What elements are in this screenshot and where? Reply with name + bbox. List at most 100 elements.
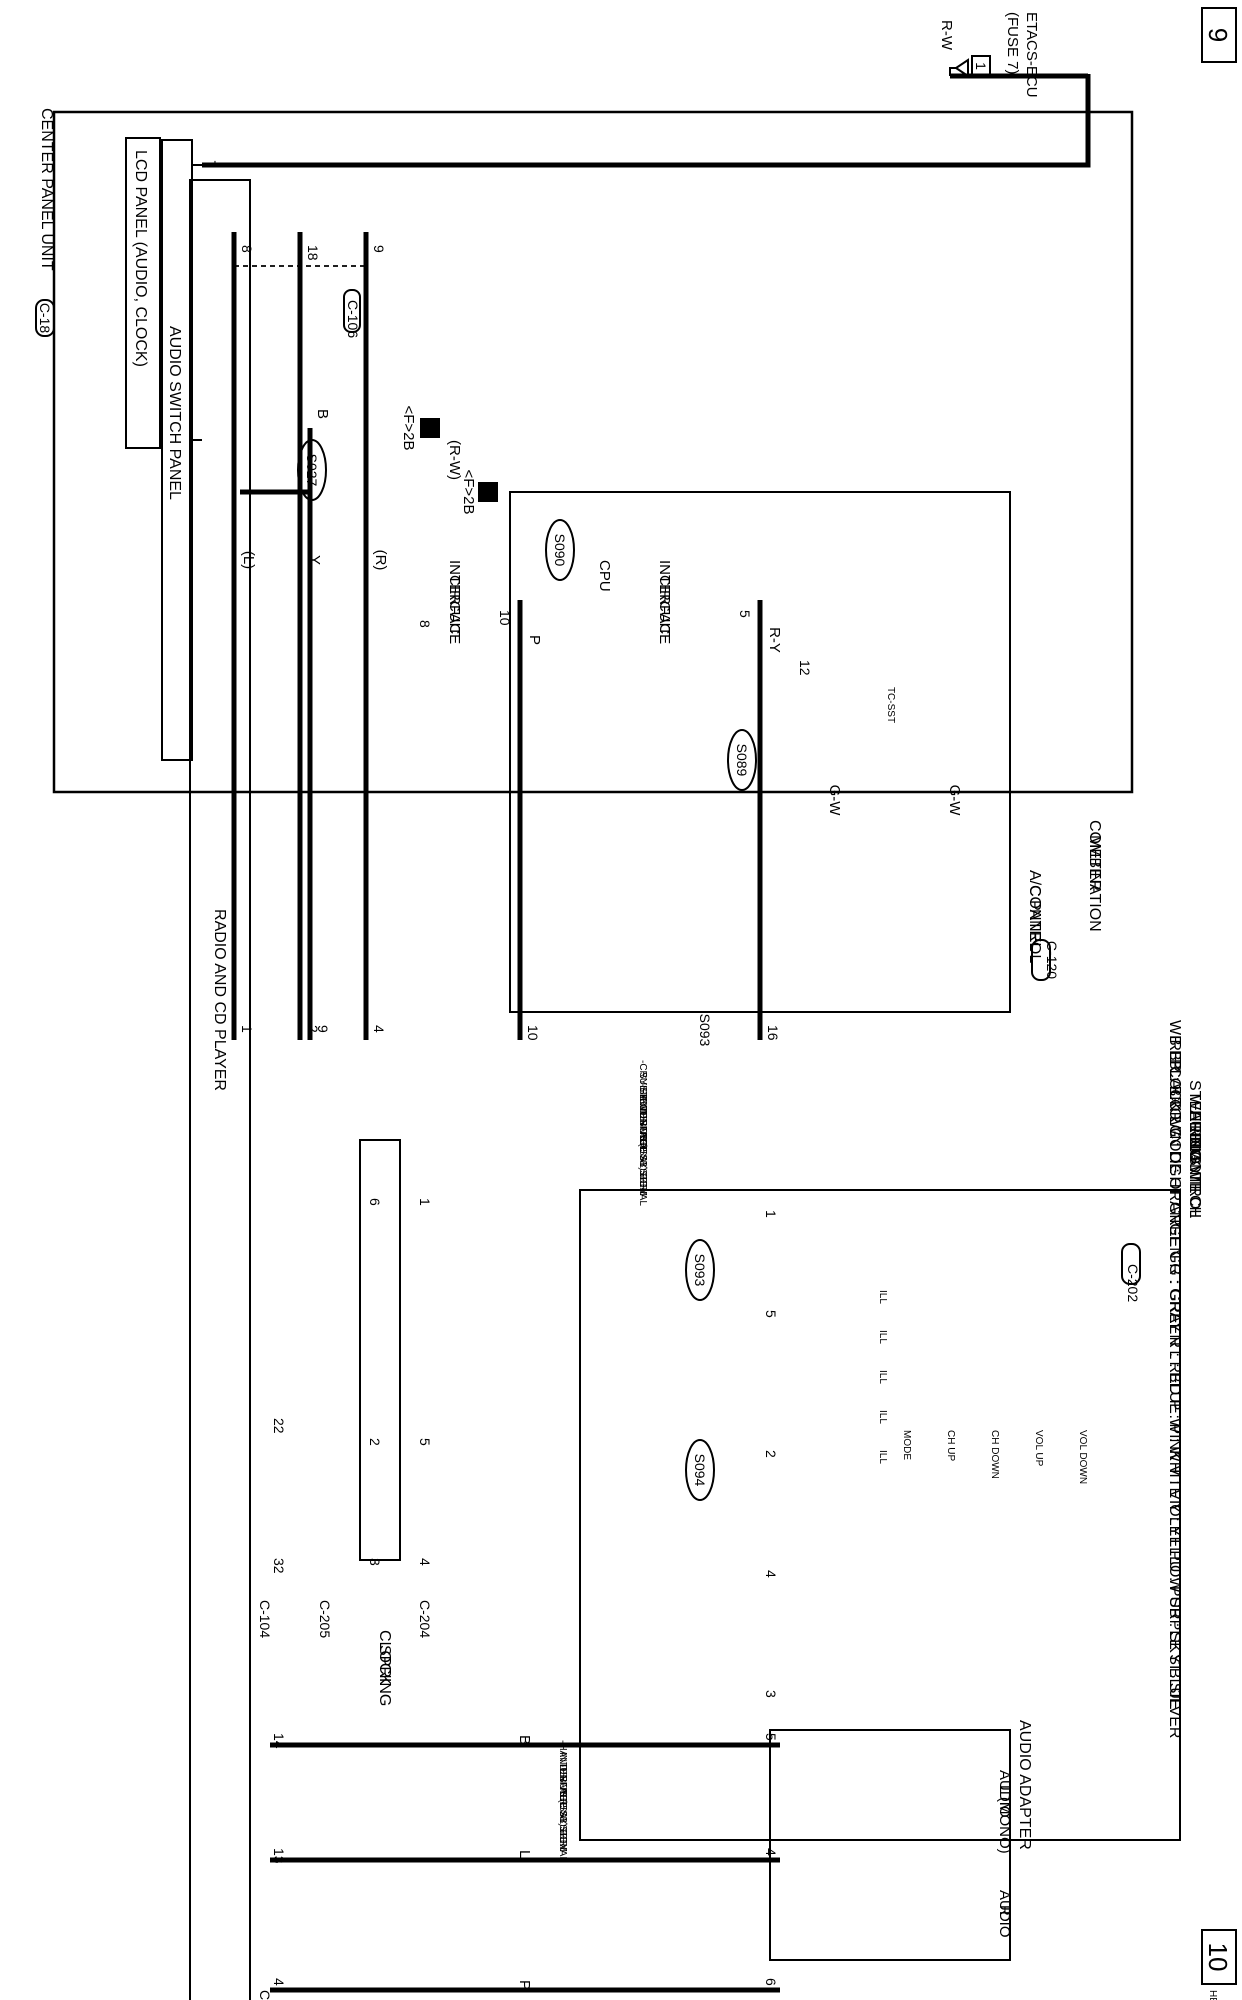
steering-ill-1: ILL [877,1330,888,1344]
etacs-wire-color: R-W [938,20,955,51]
wire-color-gw-2: G-W [946,785,963,817]
sw-pin-5: 5 [763,1310,779,1318]
splice-s094: S094 [692,1454,708,1487]
steering-ill-0: ILL [877,1290,888,1304]
note1-3: INTERFACE SYSTEM [637,1096,648,1196]
page-code: HBH14M01EC [1207,1990,1218,2000]
ground-4-wire: <F>2B [400,405,417,450]
ac-pin-5: 5 [737,610,753,618]
splice-s093-b: S093 [692,1254,708,1287]
cs-pin-3: 2 [367,1438,383,1446]
cp-pin-4: 4 [371,1025,387,1033]
audio-adapter-r2: R [996,1905,1013,1916]
note2-1: INTERFACE SYSTEM [557,1752,568,1852]
lcd-panel-label: LCD PANEL (AUDIO, CLOCK) [132,150,149,367]
note1-2: -HANDS-FREE [637,1084,648,1153]
ac-panel-conn: C-120 [1044,941,1060,979]
radio-pin-18: 18 [305,245,321,261]
legend-title: WIRE COLOR CODE [1166,1020,1183,1174]
radio-pin-bot-22: 22 [271,1418,287,1434]
wire-color-0: (L) [240,551,257,569]
cs-pin-2: 5 [417,1438,433,1446]
audio-adapter-name: AUDIO ADAPTER [1016,1720,1033,1850]
ground-4-badge [420,418,440,438]
center-panel-pins: 7 [203,160,219,168]
sw-pin-1: 1 [763,1210,779,1218]
aa-pin-4: 4 [763,1848,779,1856]
splice-s090: S090 [552,534,568,567]
radio-pin-9: 9 [371,245,387,253]
legend-line1: B : BLACK LG : LIGHT GREEN G : GREEN L :… [1166,1035,1183,1710]
sw-pin-3: 3 [763,1690,779,1698]
steering-switch-2: CH DOWN [989,1430,1000,1479]
cs-pin-1: 6 [367,1198,383,1206]
etacs-label: ETACS-ECU [1023,12,1040,98]
comb-meter-line2: METER [1086,835,1103,891]
steering-ill-4: ILL [877,1450,888,1464]
page-number-right: 10 [1203,1943,1233,1972]
radio-cd-player-box [189,179,251,2000]
aa-pin-5: 5 [763,1733,779,1741]
comb-meter-line1: COMBINATION [1086,820,1103,932]
audio-adapter-l1: AUDIO [996,1770,1013,1818]
cp-pin-7: 7 [203,160,219,168]
ac-panel-line3: PANEL [1026,900,1043,951]
wire-color-rw-par: (R-W) [446,440,463,480]
steering-switch-4: MODE [901,1430,912,1460]
aa-pin-6: 6 [763,1978,779,1986]
note1-1: SYSTEM [637,1072,648,1113]
radio-pin-bot-32: 32 [271,1558,287,1574]
steering-line1: STEERING [1186,1080,1203,1162]
wire-color-gw-1: G-W [826,785,843,817]
note2-0: -HANDS-FREE [557,1740,568,1809]
clock-spring-conn-b: C-204 [417,1600,433,1638]
splice-s093-badge [685,1239,715,1301]
aa-wire-color-1: L [516,1850,533,1858]
splice-s027: S027 [304,454,320,487]
wire-color-p: P [526,635,543,645]
aa-wire-color-0: B [516,1735,533,1745]
cp-pin-9: 9 [315,1025,331,1033]
radio-pin-8: 8 [239,245,255,253]
ac-cpu: CPU [596,560,613,592]
steering-line4: REMOTE [1186,1125,1203,1193]
steering-switch-3: CH UP [945,1430,956,1461]
clock-spring-line2: SPRING [376,1645,393,1706]
steering-conn-badge [1121,1243,1141,1285]
clock-spring-line1: CLOCK [376,1630,393,1685]
note2-3: BUS (USB) BOX [557,1776,568,1851]
steering-switch-box [579,1189,1181,1841]
radio-conn-c106-a: C-106 [345,300,361,338]
lcd-panel-box [125,137,161,449]
clock-spring-box [359,1139,401,1561]
wire-rw-etacs [202,74,1091,168]
steering-line3: AUDIO [1186,1110,1203,1161]
radio-conn-c104: C-104 [257,1600,273,1638]
wire-color-1: Y [306,555,323,565]
note1-0: -CRUISE CONTROL [637,1060,648,1153]
cp-pin-10: 10 [525,1025,541,1041]
ac-panel-box [509,491,1011,1013]
splice-s089-badge [727,729,757,791]
note1-4: -UNIVERSAL SERIAL [637,1108,648,1206]
ac-circuit1: CIRCUIT [446,575,463,636]
tc-sst-label: TC-SST [885,687,896,723]
ac-panel-line1: A/C [1026,870,1043,897]
radio-pin-bot-4: 4 [271,1978,287,1986]
etacs-arrow [954,58,969,78]
page-number-box-left [1201,7,1237,63]
note2-2: -UNIVERSAL SERIAL [557,1764,568,1862]
note1-5: BUS (USB) BOX [637,1120,648,1195]
ground-15-label: 15 [480,484,496,500]
audio-switch-panel-label: AUDIO SWITCH PANEL [166,326,183,500]
steering-ill-3: ILL [877,1410,888,1424]
etacs-fuse-label: (FUSE 7) [1004,12,1021,75]
center-panel-conn: C-18 [37,303,53,334]
ground-4-label: 4 [422,424,438,432]
cp-pin-16: 16 [765,1025,781,1041]
ac-interface1: INTERFACE [446,560,463,644]
steering-ill-2: ILL [877,1370,888,1384]
ac-pin-12: 12 [797,660,813,676]
ac-pin-10: 10 [497,610,513,626]
